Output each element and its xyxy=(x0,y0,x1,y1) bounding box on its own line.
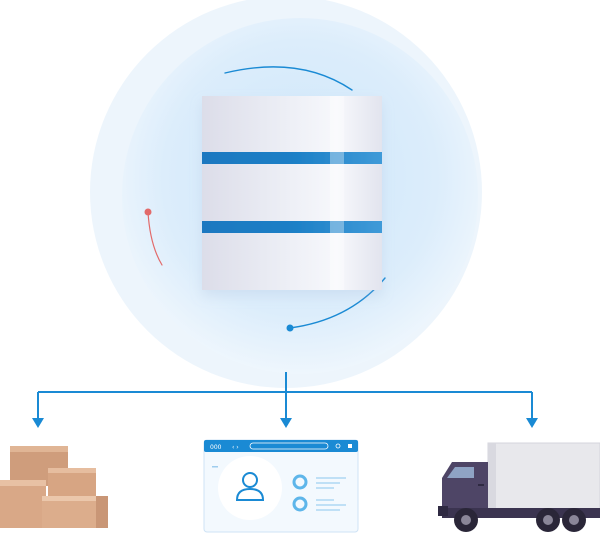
truck-chassis xyxy=(442,508,600,518)
delivery-truck-icon xyxy=(438,442,600,532)
stats-row-2 xyxy=(292,496,346,512)
donut-icon-1 xyxy=(292,474,308,490)
browser-side-mark xyxy=(212,466,218,468)
connector-arrows xyxy=(37,372,533,420)
database-server-icon xyxy=(202,96,382,290)
browser-close-icon xyxy=(348,444,352,448)
arrowheads xyxy=(32,418,538,428)
truck-window xyxy=(447,467,474,478)
arrowhead-center xyxy=(280,418,292,428)
database-body xyxy=(202,96,382,290)
arrowhead-right xyxy=(526,418,538,428)
orbit-arc-top xyxy=(224,66,353,91)
box-front-left xyxy=(0,480,46,528)
truck-wheels xyxy=(454,508,586,532)
browser-nav-arrows: ‹ › xyxy=(232,444,239,451)
cardboard-boxes-icon xyxy=(0,446,108,528)
database-stripe-top xyxy=(202,152,382,164)
browser-menu-icon xyxy=(335,443,341,449)
orbit-dot-blue xyxy=(286,324,294,332)
user-icon xyxy=(235,472,265,501)
truck-door-handle xyxy=(478,484,484,486)
stats-row-1 xyxy=(292,474,346,490)
database-highlight xyxy=(330,96,344,290)
arrowhead-left xyxy=(32,418,44,428)
database-stripe-bottom xyxy=(202,221,382,233)
browser-address-bar xyxy=(249,442,329,450)
orbit-arc-left xyxy=(147,211,163,266)
truck-bumper xyxy=(438,506,448,516)
donut-icon-2 xyxy=(292,496,308,512)
browser-window-icon: 000 ‹ › xyxy=(203,439,359,533)
truck-cargo-box xyxy=(488,443,600,515)
orbit-dot-red xyxy=(144,208,152,216)
browser-tab-text: 000 xyxy=(210,444,222,451)
browser-titlebar xyxy=(204,440,358,452)
